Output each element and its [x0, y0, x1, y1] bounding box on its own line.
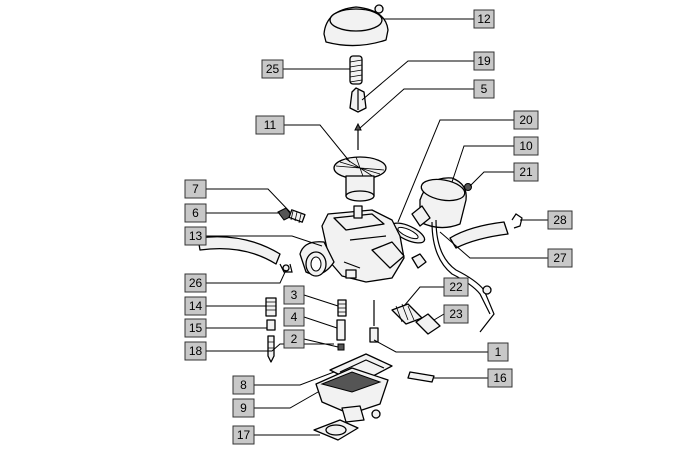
callout-20: 20	[513, 110, 539, 130]
callout-28: 28	[547, 210, 573, 230]
svg-text:22: 22	[449, 280, 463, 294]
callout-14: 14	[184, 296, 207, 316]
part-hose-left	[197, 236, 281, 265]
callout-19: 19	[473, 51, 495, 71]
svg-text:2: 2	[291, 332, 298, 346]
part-diaphragm-piston	[333, 156, 387, 202]
part-hose-right	[449, 221, 509, 249]
svg-text:4: 4	[291, 310, 298, 324]
svg-text:9: 9	[240, 401, 247, 415]
svg-text:19: 19	[477, 54, 491, 68]
part-float-pin	[407, 371, 435, 383]
part-drain-cover	[313, 419, 359, 441]
part-jet-needle	[354, 122, 362, 150]
part-float-bowl	[315, 367, 389, 423]
callout-13: 13	[184, 226, 207, 246]
callout-3: 3	[283, 285, 305, 305]
callout-4: 4	[283, 307, 305, 327]
svg-text:12: 12	[477, 12, 491, 26]
callout-21: 21	[513, 162, 539, 182]
svg-text:14: 14	[189, 299, 203, 313]
callout-12: 12	[473, 9, 495, 29]
svg-text:6: 6	[192, 206, 199, 220]
svg-text:16: 16	[493, 371, 507, 385]
part-main-jet	[369, 300, 379, 343]
callout-7: 7	[184, 179, 207, 199]
svg-text:18: 18	[189, 344, 203, 358]
svg-text:23: 23	[449, 307, 463, 321]
svg-text:5: 5	[481, 82, 488, 96]
part-small-jet	[337, 343, 345, 351]
callout-17: 17	[232, 425, 255, 445]
svg-text:21: 21	[519, 165, 533, 179]
part-hose-clip-left	[279, 263, 293, 273]
callout-8: 8	[232, 375, 255, 395]
part-needle-holder	[349, 87, 367, 113]
leader-lines	[206, 18, 548, 436]
callout-25: 25	[261, 59, 284, 79]
part-pilot-jet	[337, 299, 347, 317]
callout-11: 11	[255, 115, 285, 135]
callout-23: 23	[443, 304, 469, 324]
svg-text:28: 28	[553, 213, 567, 227]
part-idle-screw	[277, 207, 306, 224]
callout-16: 16	[487, 368, 513, 388]
part-top-cover	[323, 4, 389, 47]
callout-22: 22	[443, 277, 469, 297]
callout-18: 18	[184, 341, 207, 361]
svg-text:13: 13	[189, 229, 203, 243]
part-screw-small	[464, 183, 472, 191]
svg-text:26: 26	[189, 276, 203, 290]
svg-text:8: 8	[240, 378, 247, 392]
part-choke-wire	[431, 219, 495, 333]
part-main-jet-holder	[336, 319, 346, 341]
svg-text:10: 10	[519, 139, 533, 153]
part-carburetor-body	[299, 205, 427, 283]
callout-26: 26	[184, 273, 207, 293]
callout-9: 9	[232, 398, 255, 418]
callout-10: 10	[513, 136, 539, 156]
callout-6: 6	[184, 203, 207, 223]
svg-text:1: 1	[495, 345, 502, 359]
part-auto-choke	[411, 177, 467, 229]
svg-text:17: 17	[237, 428, 251, 442]
svg-text:7: 7	[192, 182, 199, 196]
svg-text:3: 3	[291, 288, 298, 302]
callout-2: 2	[283, 329, 305, 349]
svg-text:25: 25	[266, 62, 280, 76]
part-mixture-screw	[391, 303, 441, 335]
part-spring	[349, 55, 363, 85]
part-float-needle	[265, 297, 277, 363]
svg-text:11: 11	[264, 118, 277, 132]
svg-text:15: 15	[189, 321, 203, 335]
svg-text:20: 20	[519, 113, 533, 127]
callout-15: 15	[184, 318, 207, 338]
callout-5: 5	[473, 79, 495, 99]
callout-1: 1	[487, 342, 509, 362]
part-hose-clip-right	[511, 213, 523, 229]
svg-text:27: 27	[553, 251, 567, 265]
callout-27: 27	[547, 248, 573, 268]
